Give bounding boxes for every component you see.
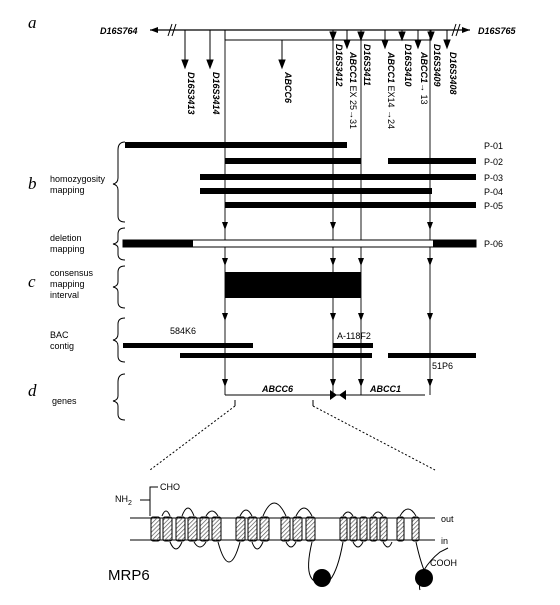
bac-clone-51P6-bar [388,353,476,358]
protein-nh2-label: NH2 [115,494,132,507]
marker-D16S3411: D16S3411 [362,44,372,86]
genes-label: genes [52,396,77,406]
consensus-label-2: mapping [50,279,85,289]
marker-ABCC1-13: ABCC1→ 13 [419,51,429,105]
zoom-line-left [149,405,236,471]
bac-bracket [112,317,126,363]
protein-topology [130,486,449,591]
right-marker-label: D16S765 [478,26,517,36]
bac-label-1: BAC [50,330,69,340]
p02-bar-1 [225,158,361,164]
marker-arrows [181,30,451,70]
p06-bar-right [433,240,476,247]
marker-D16S3410: D16S3410 [403,44,413,87]
marker-ABCC6: ABCC6 [283,71,293,104]
abcc6-direction-arrow [330,390,337,400]
bac-clone-A118F2-bar-lower [180,353,372,358]
patient-label: P-03 [484,173,503,183]
consensus-bracket [112,265,126,309]
patient-label: P-04 [484,187,503,197]
homozygosity-label-1: homozygosity [50,174,106,184]
marker-D16S3409: D16S3409 [432,44,442,87]
zoom-line-right [312,405,436,471]
patient-label: P-02 [484,157,503,167]
deletion-label-2: mapping [50,244,85,254]
p01-bar [125,142,347,148]
bac-clone-A118F2-bar [333,343,373,348]
consensus-label-3: interval [50,290,79,300]
bac-clone-584K6-label: 584K6 [170,326,196,336]
panel-label-c: c [28,272,36,291]
genes-bracket [112,373,126,421]
bac-clone-51P6-label: 51P6 [432,361,453,371]
bac-clone-584K6-bar [123,343,253,348]
guide-arrowheads [222,222,433,387]
bac-clone-A118F2-label: A-118F2 [337,331,371,341]
p03-bar [200,174,476,180]
chromosome-map [150,23,470,41]
patient-label: P-06 [484,239,503,249]
bac-label-2: contig [50,341,74,351]
protein-name-label: MRP6 [108,567,150,584]
patient-label: P-05 [484,201,503,211]
consensus-label-1: consensus [50,268,94,278]
gene-ABCC1-label: ABCC1 [369,384,401,394]
patient-label: P-01 [484,141,503,151]
deletion-bracket [112,227,126,261]
marker-D16S3412: D16S3412 [334,44,344,87]
marker-D16S3414: D16S3414 [211,72,221,115]
panel-label-d: d [28,381,37,400]
marker-D16S3408: D16S3408 [448,52,458,95]
panel-label-b: b [28,174,37,193]
consensus-interval-box [225,272,361,298]
homozygosity-bracket [112,141,126,223]
guide-lines [224,40,431,395]
protein-cho-label: CHO [160,482,180,492]
homozygosity-label-2: mapping [50,185,85,195]
p06-bar-left [123,240,193,247]
marker-D16S3413: D16S3413 [186,72,196,115]
abcc1-direction-arrow [339,390,346,400]
p04-bar [200,188,432,194]
left-marker-label: D16S764 [100,26,138,36]
p05-bar [225,202,476,208]
protein-cooh-label: COOH [430,558,457,568]
marker-ABCC1-ex25-31: ABCC1 EX 25→31 [348,51,358,129]
p02-bar-2 [388,158,476,164]
gene-ABCC6-label: ABCC6 [261,384,294,394]
panel-label-a: a [28,13,37,32]
marker-ABCC1-ex14-24: ABCC1 EX14 →24 [386,51,396,129]
membrane-out-label: out [441,514,454,524]
membrane-in-label: in [441,536,448,546]
deletion-label-1: deletion [50,233,82,243]
